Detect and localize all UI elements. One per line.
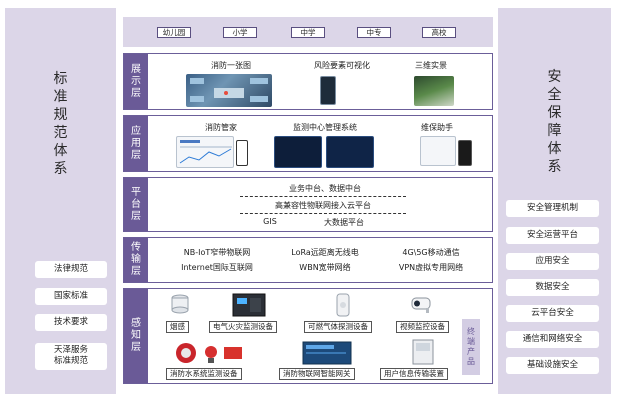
display-col-title: 三维实景 [415, 61, 447, 70]
smoke-detector-icon [171, 294, 189, 314]
video-camera-icon [411, 297, 431, 313]
standards-title: 标 准 规 范 体 系 [53, 71, 68, 177]
device-caption-smoke: 烟感 [166, 321, 189, 333]
stage-middle: 中学 [291, 27, 325, 38]
perception-layer-label: 感知层 [124, 289, 148, 383]
standard-item-technical: 技术要求 [35, 314, 107, 331]
transport-item: WBN宽带网络 [299, 263, 351, 272]
application-col-title: 监测中心管理系统 [293, 123, 357, 132]
maintenance-phone [458, 140, 472, 166]
security-title: 安 全 保 障 体 系 [547, 69, 562, 175]
3d-scene-thumbnail [414, 76, 454, 106]
perception-layer: 感知层 烟感 电气火灾监测设备 可燃气体探测设备 视频监控设备 [123, 288, 493, 384]
security-item: 数据安全 [506, 279, 599, 296]
terminal-product-label: 终 端 产 品 [462, 319, 480, 375]
standard-item-legal: 法律规范 [35, 261, 107, 278]
security-item: 安全运营平台 [506, 227, 599, 244]
display-col-title: 风险要素可视化 [314, 61, 370, 70]
electric-fire-monitor-icon [232, 293, 266, 317]
device-caption-water: 消防水系统监测设备 [166, 368, 242, 380]
standard-item-service: 天泽服务 标准规范 [35, 343, 107, 370]
display-col-title: 消防一张图 [211, 61, 251, 70]
platform-layer-label: 平台层 [124, 178, 148, 231]
display-layer: 展示层 消防一张图 风险要素可视化 三维实景 [123, 53, 493, 110]
map-illustration [190, 78, 268, 102]
platform-line: 业务中台、数据中台 [289, 184, 361, 193]
application-col-title: 维保助手 [421, 123, 453, 132]
maintenance-screen [420, 136, 456, 166]
platform-divider [240, 196, 406, 197]
device-caption-video: 视频监控设备 [396, 321, 449, 333]
gas-detector-icon [336, 293, 350, 317]
stage-university: 高校 [422, 27, 456, 38]
security-item: 安全管理机制 [506, 200, 599, 217]
standard-item-national: 国家标准 [35, 288, 107, 305]
school-stage-bar: 幼儿园 小学 中学 中专 高校 [123, 17, 493, 47]
platform-divider [240, 213, 406, 214]
iot-gateway-icon [302, 341, 352, 365]
transport-item: 4G\5G移动通信 [402, 248, 460, 257]
platform-layer: 平台层 业务中台、数据中台 高兼容性物联网接入云平台 GIS 大数据平台 [123, 177, 493, 232]
security-panel: 安 全 保 障 体 系 安全管理机制 安全运营平台 应用安全 数据安全 云平台安… [498, 8, 611, 394]
security-item: 基础设施安全 [506, 357, 599, 374]
info-transmitter-icon [412, 339, 434, 365]
transport-item: VPN虚拟专用网络 [398, 263, 464, 272]
water-system-monitor-icon [176, 343, 242, 363]
platform-line: 高兼容性物联网接入云平台 [275, 201, 371, 210]
mobile-app-screen [236, 140, 248, 166]
fire-map-thumbnail [186, 74, 272, 107]
security-item: 云平台安全 [506, 305, 599, 322]
application-col-title: 消防管家 [205, 123, 237, 132]
platform-line: GIS [263, 217, 277, 226]
stage-vocational: 中专 [357, 27, 391, 38]
device-caption-gateway: 消防物联网智能网关 [279, 368, 355, 380]
device-caption-transmitter: 用户信息传输装置 [380, 368, 448, 380]
monitor-center-screen-1 [274, 136, 322, 168]
transport-item: Internet国际互联网 [181, 263, 253, 272]
monitor-center-screen-2 [326, 136, 374, 168]
application-layer-label: 应用层 [124, 116, 148, 171]
application-layer: 应用层 消防管家 监测中心管理系统 维保助手 [123, 115, 493, 172]
device-caption-electric: 电气火灾监测设备 [209, 321, 277, 333]
platform-line: 大数据平台 [324, 218, 364, 227]
transport-layer: 传输层 NB-IoT窄带物联网 LoRa远距离无线电 4G\5G移动通信 Int… [123, 237, 493, 283]
device-caption-gas: 可燃气体探测设备 [304, 321, 372, 333]
transport-item: NB-IoT窄带物联网 [183, 248, 251, 257]
security-item: 应用安全 [506, 253, 599, 270]
stage-kindergarten: 幼儿园 [157, 27, 191, 38]
fire-manager-screen [176, 136, 234, 168]
display-layer-label: 展示层 [124, 54, 148, 109]
risk-visual-thumbnail [320, 76, 336, 105]
security-item: 通信和网络安全 [506, 331, 599, 348]
transport-item: LoRa远距离无线电 [291, 248, 359, 257]
dashboard-chart-icon [179, 140, 232, 164]
stage-primary: 小学 [223, 27, 257, 38]
standards-panel: 标 准 规 范 体 系 法律规范 国家标准 技术要求 天泽服务 标准规范 [5, 8, 116, 394]
transport-layer-label: 传输层 [124, 238, 148, 282]
